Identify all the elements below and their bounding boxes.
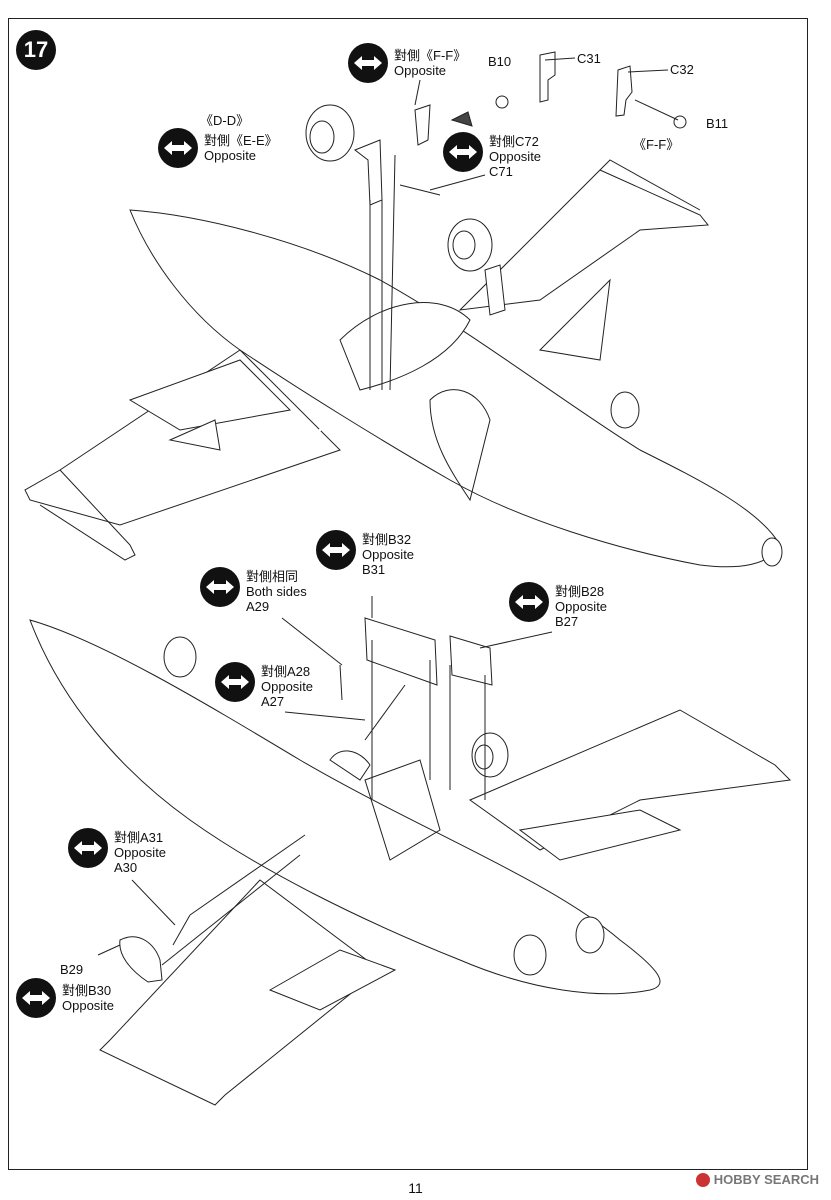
double-arrow-icon xyxy=(509,582,549,622)
callout-c72-opposite: 對側C72 Opposite C71 xyxy=(443,132,541,179)
step-number-badge: 17 xyxy=(16,30,56,70)
callout-opposite: Opposite xyxy=(62,998,115,1013)
callout-opposite: Opposite xyxy=(555,599,608,614)
callout-b30-opposite: 對側B30 Opposite xyxy=(16,978,114,1018)
double-arrow-icon xyxy=(200,567,240,607)
callout-label: 對側C72 xyxy=(489,134,539,149)
part-label: A29 xyxy=(246,599,270,614)
part-label-b29: B29 xyxy=(60,962,84,977)
double-arrow-icon xyxy=(16,978,56,1018)
part-label: A27 xyxy=(261,694,285,709)
callout-both-sides: 對側相同 Both sides A29 xyxy=(200,567,307,614)
lower-aircraft-drawing xyxy=(29,617,792,1106)
callout-opposite: Opposite xyxy=(362,547,415,562)
page-frame xyxy=(8,18,808,1170)
label-ff: 《F-F》 xyxy=(633,137,680,152)
callout-b32-opposite: 對側B32 Opposite B31 xyxy=(316,530,414,577)
callout-ee-opposite: 對側《E-E》 Opposite xyxy=(158,128,278,168)
callout-label: 對側B32 xyxy=(362,532,412,547)
callout-opposite: Opposite xyxy=(204,148,257,163)
part-label-b10: B10 xyxy=(488,54,512,69)
part-label: B31 xyxy=(362,562,386,577)
callout-label: 對側《F-F》 xyxy=(394,48,467,63)
callout-label: 對側相同 xyxy=(246,569,299,584)
label-dd: 《D-D》 xyxy=(200,113,250,128)
part-label: B27 xyxy=(555,614,579,629)
callout-b28-opposite: 對側B28 Opposite B27 xyxy=(509,582,607,629)
part-label-c32: C32 xyxy=(670,62,694,77)
callout-a28-opposite: 對側A28 Opposite A27 xyxy=(215,662,313,709)
double-arrow-icon xyxy=(215,662,255,702)
callout-ff-opposite: 對側《F-F》 Opposite xyxy=(348,43,466,83)
watermark-text: HOBBY SEARCH xyxy=(713,1172,819,1187)
double-arrow-icon xyxy=(158,128,198,168)
callout-label: 對側B30 xyxy=(62,983,112,998)
callout-label: 對側B28 xyxy=(555,584,605,599)
callout-both-sides-text: Both sides xyxy=(246,584,307,599)
callout-a31-opposite: 對側A31 Opposite A30 xyxy=(68,828,166,875)
callout-label: 對側A31 xyxy=(114,830,164,845)
watermark: HOBBY SEARCH xyxy=(695,1172,819,1187)
double-arrow-icon xyxy=(68,828,108,868)
callout-opposite: Opposite xyxy=(489,149,542,164)
part-label: A30 xyxy=(114,860,138,875)
callout-label: 對側A28 xyxy=(261,664,311,679)
part-label-b11: B11 xyxy=(706,116,729,131)
callout-label: 對側《E-E》 xyxy=(204,133,278,148)
part-label: C71 xyxy=(489,164,513,179)
double-arrow-icon xyxy=(316,530,356,570)
double-arrow-icon xyxy=(348,43,388,83)
page-number: 11 xyxy=(408,1180,423,1196)
callout-opposite: Opposite xyxy=(261,679,314,694)
part-label-c31: C31 xyxy=(577,51,601,66)
upper-aircraft-drawing xyxy=(24,51,783,568)
callout-opposite: Opposite xyxy=(114,845,167,860)
double-arrow-icon xyxy=(443,132,483,172)
hobby-search-logo-icon xyxy=(695,1172,710,1187)
callout-opposite: Opposite xyxy=(394,63,447,78)
leader-lines xyxy=(97,57,679,966)
